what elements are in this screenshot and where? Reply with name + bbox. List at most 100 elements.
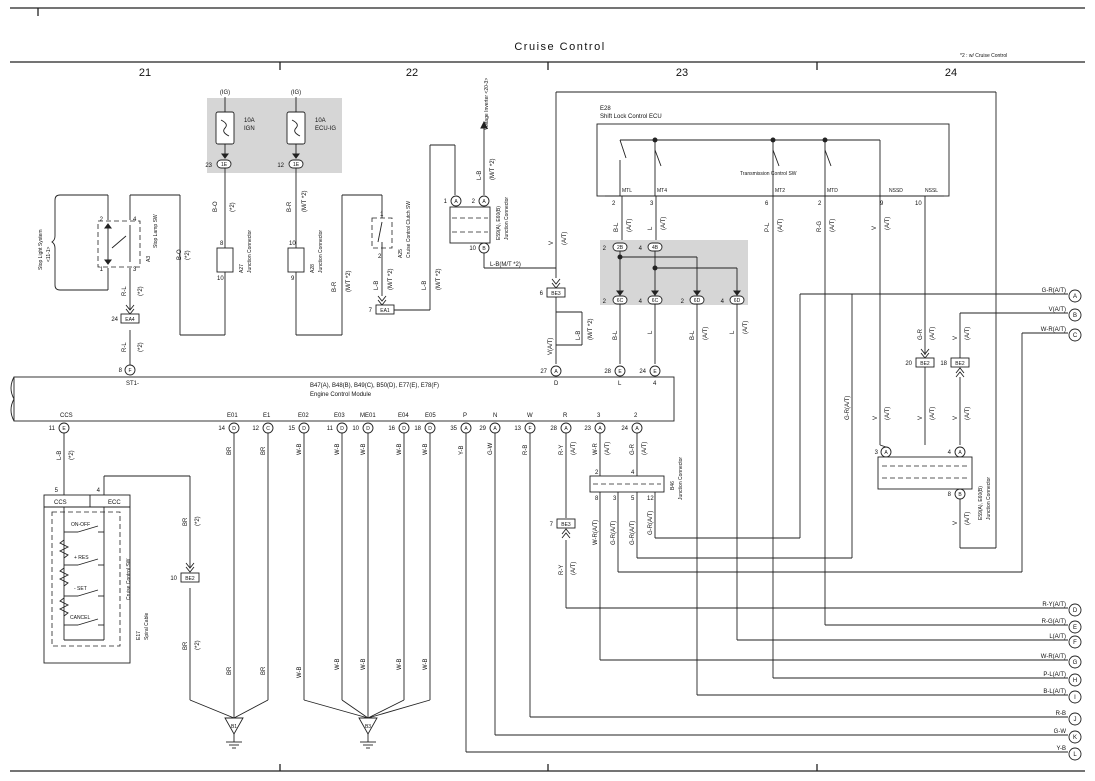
svg-text:(M/T *2): (M/T *2) [490,158,496,180]
svg-text:4: 4 [97,488,101,494]
svg-text:G-W: G-W [488,442,494,455]
svg-text:(A/T): (A/T) [743,321,749,334]
svg-text:E59(A), E60(B): E59(A), E60(B) [496,206,502,240]
svg-text:B-R: B-R [287,201,293,212]
svg-text:24: 24 [621,426,628,432]
svg-text:G-R(A/T): G-R(A/T) [1042,288,1066,294]
svg-text:3: 3 [875,450,879,456]
svg-text:G-R(A/T): G-R(A/T) [648,511,654,535]
svg-text:(A/T): (A/T) [778,219,784,232]
svg-text:(*2): (*2) [138,286,144,296]
svg-text:W-B: W-B [335,658,341,670]
ecm-bottom-pins: E D C D D D D D A A F A A A 11 14 12 15 … [49,422,643,434]
svg-text:Junction Connector: Junction Connector [986,477,992,520]
column-number-23: 23 [676,67,688,79]
svg-text:(IG): (IG) [291,90,301,96]
svg-text:I: I [1074,695,1076,701]
svg-text:D: D [232,426,236,432]
svg-text:(A/T): (A/T) [627,219,633,232]
svg-text:R-G(A/T): R-G(A/T) [1042,619,1066,625]
svg-text:NSSD: NSSD [889,188,903,194]
svg-text:2: 2 [612,201,616,207]
svg-text:R-Y(A/T): R-Y(A/T) [1042,602,1066,608]
svg-text:(A/T): (A/T) [930,327,936,340]
svg-text:1: 1 [444,199,448,205]
svg-text:Cruise Control SW: Cruise Control SW [126,558,132,600]
svg-text:(M/T *2): (M/T *2) [346,270,352,292]
svg-text:A: A [482,199,486,205]
svg-text:V(A/T): V(A/T) [1049,307,1066,313]
ground-b3: B3 [358,717,378,749]
svg-text:N: N [493,413,497,419]
svg-text:8: 8 [119,368,123,374]
svg-text:(A/T): (A/T) [830,219,836,232]
svg-text:10: 10 [217,276,224,282]
svg-text:14: 14 [218,426,225,432]
connector-EA1 [375,304,395,315]
svg-text:W-B: W-B [397,658,403,670]
svg-text:- SET: - SET [74,586,87,592]
svg-text:D: D [302,426,306,432]
svg-text:G-R(A/T): G-R(A/T) [630,521,636,545]
svg-text:4: 4 [631,470,635,476]
svg-text:G-R: G-R [918,328,924,340]
svg-text:F: F [128,368,131,374]
svg-text:+ RES: + RES [74,555,89,561]
column-number-21: 21 [139,67,151,79]
svg-text:E: E [618,369,622,375]
svg-text:E02: E02 [298,413,309,419]
svg-text:B-L: B-L [690,330,696,340]
svg-text:(A/T): (A/T) [562,232,568,245]
svg-text:F: F [1073,640,1077,646]
svg-text:Junction Connector: Junction Connector [247,230,253,273]
svg-text:BE2: BE2 [920,361,930,367]
svg-text:Stop Lamp SW: Stop Lamp SW [153,214,159,248]
ecm-name: Engine Control Module [310,392,372,398]
svg-text:W-B: W-B [423,443,429,455]
svg-text:(*2): (*2) [195,516,201,526]
svg-text:E01: E01 [227,413,238,419]
svg-text:G-R(A/T): G-R(A/T) [611,521,617,545]
svg-text:CCS: CCS [54,500,67,506]
svg-text:V: V [872,226,878,230]
svg-text:(*2): (*2) [195,640,201,650]
svg-text:V: V [953,416,959,420]
svg-text:W: W [527,413,533,419]
svg-text:P-L(A/T): P-L(A/T) [1043,672,1066,678]
svg-text:W-R(A/T): W-R(A/T) [1041,327,1066,333]
svg-text:(M/T *2): (M/T *2) [588,318,594,340]
svg-text:H: H [1073,678,1077,684]
svg-text:L-B: L-B [576,331,582,340]
svg-text:12: 12 [647,496,654,502]
svg-text:C: C [266,426,270,432]
svg-text:B1: B1 [231,724,237,730]
svg-text:6D: 6D [734,298,741,304]
svg-text:E17: E17 [136,631,142,640]
junction-connector-a27 [216,247,234,273]
svg-text:2: 2 [100,217,104,223]
svg-text:Junction Connector: Junction Connector [504,197,510,240]
svg-text:BR: BR [227,666,233,675]
output-terminal-i: B-L(A/T)I [1043,689,1082,704]
svg-text:9: 9 [880,201,884,207]
svg-text:E04: E04 [398,413,409,419]
svg-text:2B: 2B [617,245,624,251]
svg-text:CCS: CCS [60,413,73,419]
svg-text:(A/T): (A/T) [965,407,971,420]
svg-text:A: A [493,426,497,432]
svg-text:A: A [598,426,602,432]
svg-text:R-Y: R-Y [559,565,565,575]
svg-text:MT2: MT2 [775,188,785,194]
svg-text:A: A [564,426,568,432]
svg-text:(*2): (*2) [230,202,236,212]
svg-text:ECU-IG: ECU-IG [315,126,336,132]
connector-BE3-lower [556,518,576,529]
svg-text:27: 27 [540,369,547,375]
connector-1E-a [216,159,232,169]
svg-text:(A/T): (A/T) [605,442,611,455]
svg-text:BR: BR [183,641,189,650]
svg-text:L: L [618,381,622,387]
svg-text:A: A [554,369,558,375]
svg-text:(A/T): (A/T) [885,217,891,230]
